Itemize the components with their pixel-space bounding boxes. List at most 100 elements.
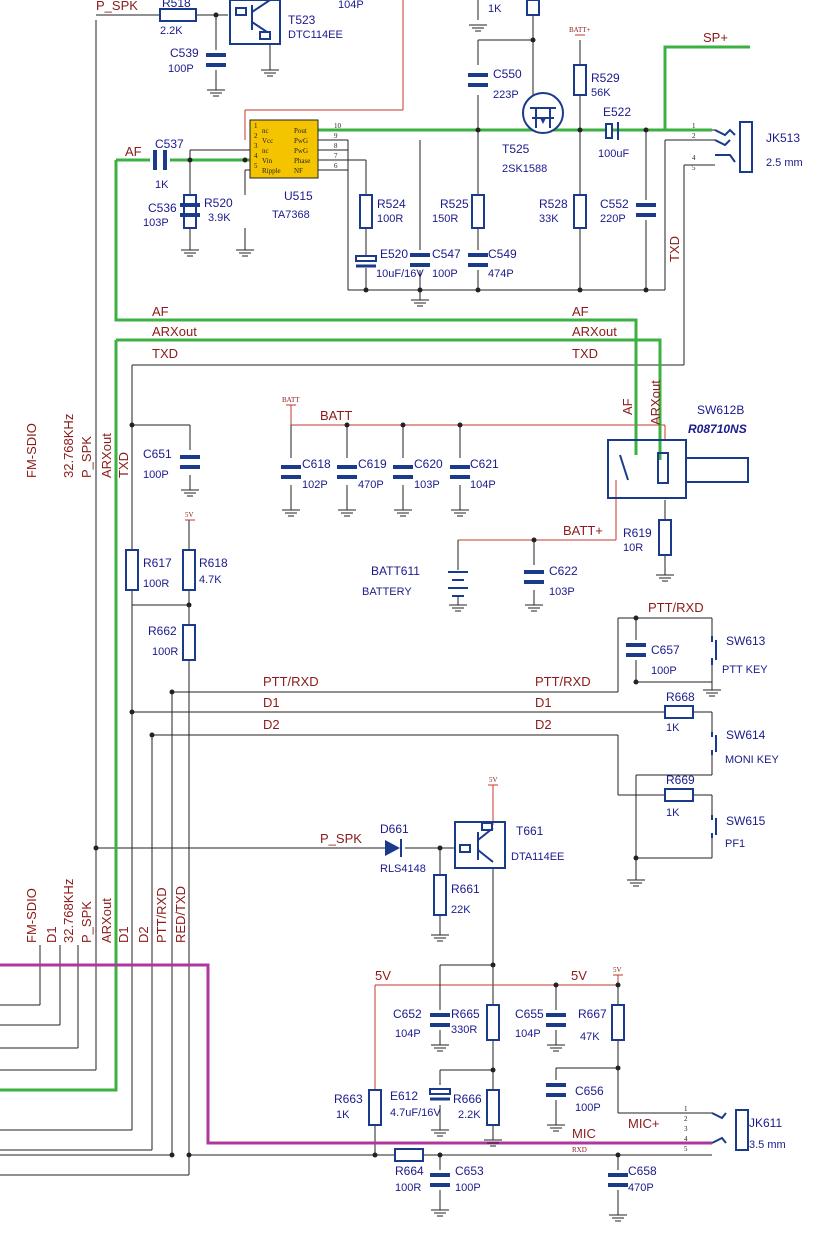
u515-pin-r1: Pout xyxy=(294,127,307,135)
c618-ref: C618 xyxy=(302,457,331,471)
r667-value: 47K xyxy=(580,1031,600,1043)
net-batt: BATT xyxy=(320,408,352,423)
top-1k: 1K xyxy=(488,3,502,15)
ground-icon xyxy=(431,934,449,942)
vnet-d2: D2 xyxy=(136,926,151,943)
c652-symbol xyxy=(430,1013,450,1027)
r669-ref: R669 xyxy=(666,773,695,787)
c619-symbol xyxy=(337,465,357,479)
net-ptt-rxd-mid: PTT/RXD xyxy=(535,674,591,689)
u515-pin-l3: nc xyxy=(262,147,269,155)
sw614-value: MONI KEY xyxy=(725,754,779,766)
d661-ref: D661 xyxy=(380,822,409,836)
u515-pnum-l3: 3 xyxy=(254,142,258,150)
sw613-ref: SW613 xyxy=(726,634,766,648)
r664-body xyxy=(394,1148,424,1162)
ground-icon xyxy=(609,1214,627,1222)
r667-body xyxy=(611,1004,625,1041)
u515-pin-l4: Vin xyxy=(262,157,273,165)
batt611-symbol xyxy=(448,571,468,605)
net-txd-right: TXD xyxy=(572,346,598,361)
ground-icon xyxy=(181,489,199,497)
r518-value: 2.2K xyxy=(160,25,183,37)
r662-ref: R662 xyxy=(148,624,177,638)
junction-dots xyxy=(93,12,649,1158)
signal-paths xyxy=(0,45,750,1145)
r664-value: 100R xyxy=(395,1182,421,1194)
r525-body xyxy=(471,194,485,229)
t525-fet xyxy=(522,92,564,134)
r529-ref: R529 xyxy=(591,71,620,85)
tag-batt: BATT xyxy=(282,396,300,404)
c651-symbol xyxy=(180,455,200,469)
u515-value: TA7368 xyxy=(272,209,310,221)
c539-ref: C539 xyxy=(170,46,199,60)
c536-ref: C536 xyxy=(148,201,177,215)
jk513-pin1: 1 xyxy=(692,122,696,130)
r619-value: 10R xyxy=(623,542,643,554)
r524-ref: R524 xyxy=(377,197,406,211)
jk611-pin5: 5 xyxy=(684,1145,688,1153)
u515-pnum-r1: 10 xyxy=(334,122,342,130)
r520-value: 3.9K xyxy=(208,212,231,224)
jk611-ref: JK611 xyxy=(749,1116,782,1130)
vnet-p-spk-b: P_SPK xyxy=(79,901,94,943)
r518-body xyxy=(159,8,197,22)
t525-value: 2SK1588 xyxy=(502,163,547,175)
c620-value: 103P xyxy=(414,479,440,491)
wires xyxy=(0,0,715,1215)
ground-symbols xyxy=(181,24,721,1222)
net-sp-plus: SP+ xyxy=(703,30,728,45)
labels: P_SPK SP+ AF AF ARXout TXD AF ARXout TXD… xyxy=(24,0,803,1194)
net-af-top: AF xyxy=(125,144,142,159)
e522-cap xyxy=(605,122,619,140)
ground-icon xyxy=(207,89,225,97)
r665-value: 330R xyxy=(451,1024,477,1036)
tag-5v-r667: 5V xyxy=(613,966,622,974)
r668-value: 1K xyxy=(666,722,680,734)
vnet-d1-b: D1 xyxy=(44,926,59,943)
d661-diode xyxy=(385,839,402,857)
c537-symbol xyxy=(153,150,167,170)
jk611-pin1: 1 xyxy=(684,1105,688,1113)
r617-body xyxy=(125,549,139,591)
vnet-arxout-b: ARXout xyxy=(99,898,114,943)
ground-icon xyxy=(451,509,469,517)
jk611-pin3: 3 xyxy=(684,1125,688,1133)
u515-pin-r4: Phase xyxy=(294,157,310,165)
c621-ref: C621 xyxy=(470,457,499,471)
vnet-arxout: ARXout xyxy=(99,433,114,478)
c618-value: 102P xyxy=(302,479,328,491)
key-switches xyxy=(711,636,717,838)
c655-ref: C655 xyxy=(515,1007,544,1021)
jk513-value: 2.5 mm xyxy=(766,157,803,169)
r663-body xyxy=(368,1089,382,1126)
c619-value: 470P xyxy=(358,479,384,491)
r618-ref: R618 xyxy=(199,556,228,570)
e612-value: 4.7uF/16V xyxy=(390,1107,441,1119)
ground-icon xyxy=(525,604,543,612)
r662-body xyxy=(182,624,196,661)
r618-value: 4.7K xyxy=(199,574,222,586)
net-ptt-rxd: PTT/RXD xyxy=(263,674,319,689)
r664-ref: R664 xyxy=(395,1164,424,1178)
r528-value: 33K xyxy=(539,213,559,225)
t661-ref: T661 xyxy=(516,824,544,838)
e612-ref: E612 xyxy=(390,1089,418,1103)
c621-value: 104P xyxy=(470,479,496,491)
ground-icon xyxy=(181,249,199,257)
c622-value: 103P xyxy=(549,586,575,598)
net-mic-plus: MIC+ xyxy=(628,1116,659,1131)
c657-symbol xyxy=(626,643,646,657)
jk611-pin2: 2 xyxy=(684,1115,688,1123)
c620-symbol xyxy=(393,465,413,479)
ground-icon xyxy=(236,249,254,257)
tag-5v-r618: 5V xyxy=(185,511,194,519)
c549-value: 474P xyxy=(488,268,514,280)
c620-ref: C620 xyxy=(414,457,443,471)
net-d1-mid: D1 xyxy=(535,695,552,710)
net-batt-plus: BATT+ xyxy=(563,523,603,538)
net-ptt-rxd-right: PTT/RXD xyxy=(648,600,704,615)
r529-value: 56K xyxy=(591,87,611,99)
